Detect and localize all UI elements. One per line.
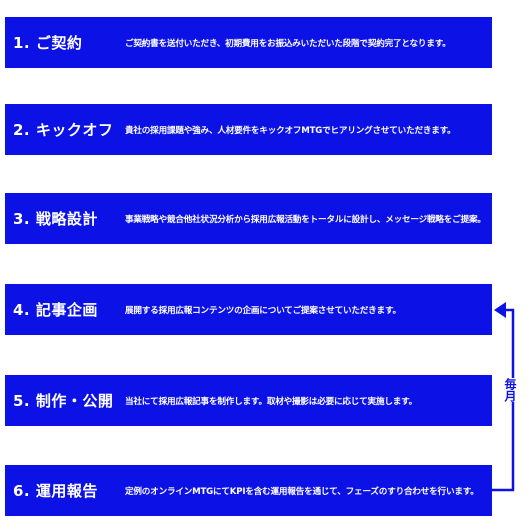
- step-box-1: 1. ご契約 ご契約書を送付いただき、初期費用をお振込みいただいた段階で契約完了…: [5, 17, 492, 68]
- step-box-5: 5. 制作・公開 当社にて採用広報記事を制作します。取材や撮影は必要に応じて実施…: [5, 375, 492, 426]
- step-box-2: 2. キックオフ 貴社の採用課題や強み、人材要件をキックオフMTGでヒアリングさ…: [5, 104, 492, 155]
- step-description-2: 貴社の採用課題や強み、人材要件をキックオフMTGでヒアリングさせていただきます。: [125, 125, 456, 136]
- step-description-4: 展開する採用広報コンテンツの企画についてご提案させていただきます。: [125, 305, 401, 316]
- step-title-4: 4. 記事企画: [13, 301, 98, 319]
- step-title-3: 3. 戦略設計: [13, 210, 98, 228]
- step-box-6: 6. 運用報告 定例のオンラインMTGにてKPIを含む運用報告を通じて、フェーズ…: [5, 465, 492, 516]
- step-title-2: 2. キックオフ: [13, 121, 114, 139]
- step-title-1: 1. ご契約: [13, 34, 83, 52]
- step-title-5: 5. 制作・公開: [13, 392, 114, 410]
- step-description-3: 事業戦略や競合他社状況分析から採用広報活動をトータルに設計し、メッセージ戦略をご…: [125, 214, 486, 225]
- step-description-5: 当社にて採用広報記事を制作します。取材や撮影は必要に応じて実施します。: [125, 396, 418, 407]
- step-box-3: 3. 戦略設計 事業戦略や競合他社状況分析から採用広報活動をトータルに設計し、メ…: [5, 193, 492, 244]
- loop-arrow-head: [494, 302, 506, 318]
- loop-label: 毎月: [502, 378, 520, 402]
- step-description-1: ご契約書を送付いただき、初期費用をお振込みいただいた段階で契約完了となります。: [125, 38, 451, 49]
- step-description-6: 定例のオンラインMTGにてKPIを含む運用報告を通じて、フェーズのすり合わせを行…: [125, 486, 479, 497]
- step-title-6: 6. 運用報告: [13, 482, 98, 500]
- step-box-4: 4. 記事企画 展開する採用広報コンテンツの企画についてご提案させていただきます…: [5, 284, 492, 335]
